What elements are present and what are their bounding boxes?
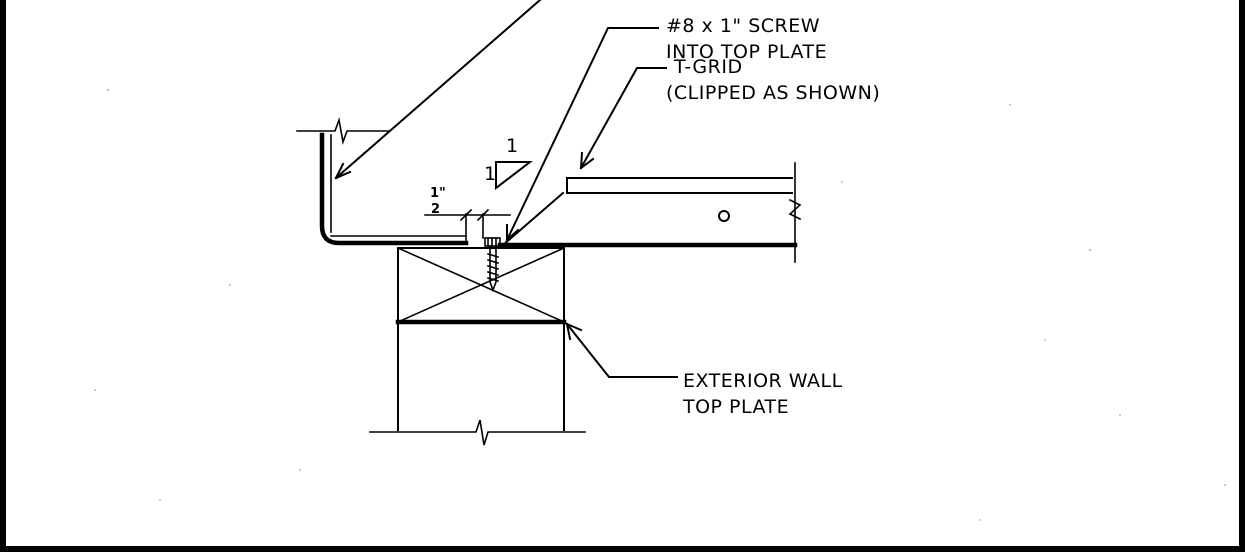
t-grid-member xyxy=(497,162,802,263)
annotation-t-grid: T-GRID (CLIPPED AS SHOWN) xyxy=(666,56,880,104)
annotation-screw: #8 x 1" SCREW INTO TOP PLATE xyxy=(666,15,827,63)
wall-break-line-bottom xyxy=(369,419,586,446)
top-plate-block xyxy=(369,246,586,446)
annotation-wall: EXTERIOR WALL TOP PLATE xyxy=(682,370,843,418)
slope-symbol: 1 1 xyxy=(484,135,533,191)
tgrid-note-line2: (CLIPPED AS SHOWN) xyxy=(666,82,880,104)
wall-break-line-top xyxy=(296,116,389,146)
tgrid-note-line1: T-GRID xyxy=(673,56,743,78)
dimension-numerator: 1" xyxy=(430,186,446,201)
dimension-half-inch: 1" 2 xyxy=(424,186,511,245)
screw-leader xyxy=(505,27,659,242)
t-grid-leader xyxy=(579,67,667,170)
screw-note-line1: #8 x 1" SCREW xyxy=(666,15,820,37)
slope-run-label: 1 xyxy=(484,163,497,185)
wall-leader xyxy=(565,322,678,378)
dimension-denominator: 2 xyxy=(431,202,440,217)
slope-rise-label: 1 xyxy=(506,135,519,157)
wall-note-line2: TOP PLATE xyxy=(682,396,789,418)
wall-angle-leader xyxy=(334,0,542,180)
screw-note-line2: INTO TOP PLATE xyxy=(666,41,827,63)
t-grid-break-line xyxy=(788,198,802,221)
wall-note-line1: EXTERIOR WALL xyxy=(683,370,843,392)
wall-angle-molding xyxy=(296,116,469,246)
leader-lines xyxy=(334,0,678,378)
t-grid-hole xyxy=(718,210,730,222)
scan-specks xyxy=(94,89,1226,521)
